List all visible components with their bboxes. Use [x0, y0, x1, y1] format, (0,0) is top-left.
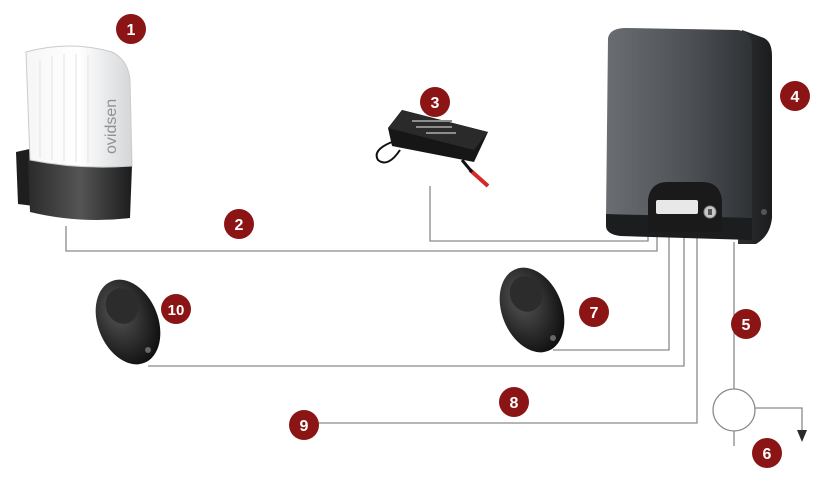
wire-ground	[755, 407, 803, 430]
lamp-brand-text: ovidsen	[103, 99, 120, 154]
wire-photocell-left	[148, 232, 685, 367]
receiver-red-wire	[468, 168, 490, 188]
badge-3: 3	[420, 87, 450, 117]
badge-2-label: 2	[235, 217, 244, 234]
badge-6: 6	[752, 438, 782, 468]
badge-3-label: 3	[431, 95, 440, 112]
badge-1: 1	[116, 14, 146, 44]
wire-nine	[310, 232, 698, 424]
photocell-right	[499, 267, 565, 353]
photocell-left-lens	[105, 288, 139, 324]
badge-10-label: 10	[168, 302, 185, 319]
receiver-lead	[460, 159, 474, 173]
warning-lamp: ovidsen	[16, 45, 133, 220]
badge-4-label: 4	[791, 89, 800, 106]
gate-motor	[606, 28, 772, 244]
badge-10: 10	[161, 294, 191, 324]
radio-receiver	[375, 110, 490, 188]
badge-8: 8	[499, 387, 529, 417]
badge-9: 9	[289, 410, 319, 440]
arrow-down-icon	[797, 430, 807, 442]
badge-4: 4	[780, 81, 810, 111]
badge-5-label: 5	[742, 317, 751, 334]
lamp-base	[28, 160, 132, 220]
lamp-ribs	[39, 54, 89, 163]
badge-1-label: 1	[127, 22, 136, 39]
motor-screw-icon	[761, 209, 767, 215]
badge-5: 5	[731, 309, 761, 339]
receiver-cable	[375, 141, 401, 164]
receiver-label-print	[412, 120, 456, 134]
badge-6-label: 6	[763, 446, 772, 463]
meter-circle	[712, 388, 756, 432]
photocell-left-led-icon	[145, 347, 151, 353]
photocell-left	[95, 279, 161, 365]
badge-7: 7	[579, 297, 609, 327]
badge-7-label: 7	[590, 305, 599, 322]
wire-photocell-right	[553, 232, 670, 351]
badge-8-label: 8	[510, 395, 519, 412]
photocell-right-led-icon	[550, 335, 556, 341]
photocell-right-lens	[509, 276, 543, 312]
motor-body	[606, 28, 752, 236]
badge-2: 2	[224, 209, 254, 239]
wire-lamp	[65, 226, 658, 252]
badge-9-label: 9	[300, 418, 309, 435]
keyhole-icon	[708, 209, 712, 215]
motor-label-plate	[656, 200, 698, 214]
